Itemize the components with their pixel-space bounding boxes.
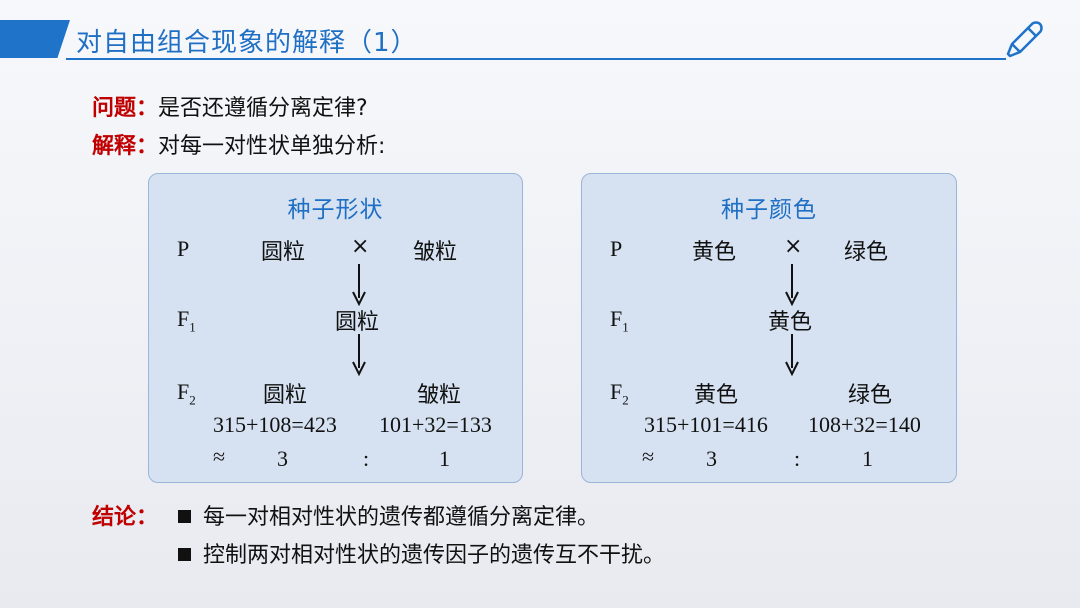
- title-accent-bar: [0, 20, 70, 58]
- page-title: 对自由组合现象的解释（1）: [76, 28, 418, 58]
- f2-generation-label: F2: [177, 379, 196, 408]
- f2-phenotype-a: 黄色: [694, 383, 739, 408]
- ratio-b: 1: [439, 446, 450, 471]
- panel-title: 种子颜色: [721, 197, 817, 223]
- parent-b: 绿色: [844, 240, 889, 265]
- f2-phenotype-a: 圆粒: [263, 383, 308, 408]
- ratio-a: 3: [277, 446, 288, 471]
- f1-value: 圆粒: [335, 310, 380, 335]
- p-generation-label: P: [610, 236, 623, 261]
- down-arrow-icon: [352, 334, 366, 376]
- f2-phenotype-b: 绿色: [848, 383, 893, 408]
- title-underline: [66, 58, 1006, 60]
- count-a: 315+101=416: [644, 412, 768, 437]
- question-row: 问题：是否还遵循分离定律?: [92, 90, 368, 122]
- conclusion-label: 结论：: [92, 505, 159, 530]
- approx-symbol: ≈: [642, 444, 655, 469]
- count-a: 315+108=423: [213, 412, 337, 437]
- square-bullet-icon: [178, 509, 191, 523]
- panel-title: 种子形状: [287, 197, 384, 223]
- question-text: 是否还遵循分离定律?: [158, 96, 368, 121]
- down-arrow-icon: [785, 264, 799, 306]
- explanation-row: 解释：对每一对性状单独分析:: [92, 128, 385, 160]
- explanation-label: 解释：: [92, 134, 159, 159]
- f1-generation-label: F1: [610, 306, 629, 335]
- ratio-colon: :: [363, 446, 370, 471]
- conclusion-item: 控制两对相对性状的遗传因子的遗传互不干扰。: [178, 537, 665, 569]
- square-bullet-icon: [178, 547, 191, 561]
- seed-color-panel: 种子颜色 P 黄色 × 绿色 F1 黄色 F2 黄色 绿色 315+101=41…: [581, 173, 957, 483]
- parent-a: 黄色: [692, 240, 737, 265]
- ratio-a: 3: [706, 446, 717, 471]
- ratio-b: 1: [862, 446, 873, 471]
- parent-b: 皱粒: [413, 240, 458, 265]
- ratio-colon: :: [794, 446, 801, 471]
- conclusion-item: 每一对相对性状的遗传都遵循分离定律。: [178, 499, 599, 531]
- f1-value: 黄色: [768, 310, 813, 335]
- cross-symbol: ×: [351, 234, 370, 259]
- pen-icon: [1006, 21, 1043, 58]
- p-generation-label: P: [177, 236, 190, 261]
- parent-a: 圆粒: [261, 240, 306, 265]
- down-arrow-icon: [352, 264, 366, 306]
- cross-symbol: ×: [784, 234, 803, 259]
- count-b: 108+32=140: [808, 412, 921, 437]
- question-label: 问题：: [92, 96, 159, 121]
- seed-shape-panel: 种子形状 P 圆粒 × 皱粒 F1 圆粒 F2 圆粒 皱粒 315+108=42…: [148, 173, 523, 483]
- f2-generation-label: F2: [610, 379, 629, 408]
- f2-phenotype-b: 皱粒: [417, 383, 462, 408]
- down-arrow-icon: [785, 334, 799, 376]
- f1-generation-label: F1: [177, 306, 196, 335]
- approx-symbol: ≈: [213, 444, 226, 469]
- count-b: 101+32=133: [379, 412, 492, 437]
- explanation-text: 对每一对性状单独分析:: [158, 134, 386, 159]
